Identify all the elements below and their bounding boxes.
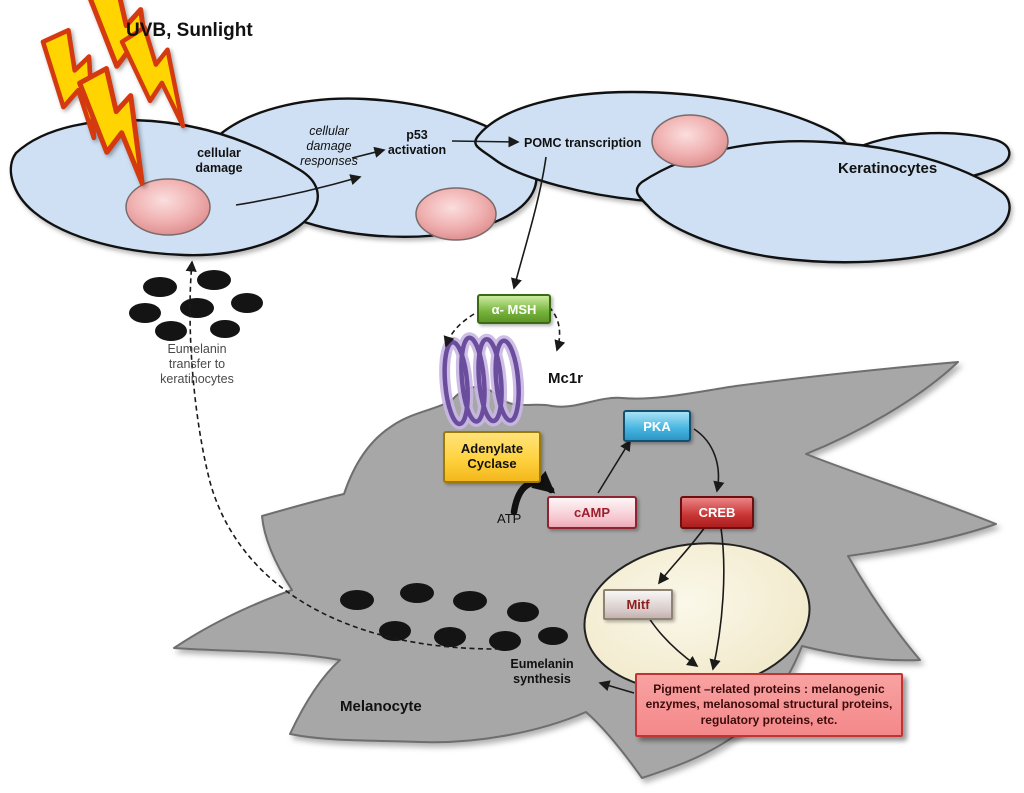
cellular-damage-label: cellular damage bbox=[195, 146, 243, 175]
cell-nucleus bbox=[415, 187, 497, 241]
melanin-granule bbox=[210, 320, 240, 338]
melanin-granule bbox=[197, 270, 231, 290]
p53-activation-label: p53 activation bbox=[387, 128, 447, 157]
mc1r-label: Mc1r bbox=[548, 370, 584, 387]
melanin-granule bbox=[434, 627, 466, 647]
arrow-atp-to-camp bbox=[510, 470, 556, 516]
keratinocyte-cell bbox=[635, 140, 1011, 264]
melanin-granule bbox=[340, 590, 374, 610]
melanin-granule bbox=[231, 293, 263, 313]
adenylate-cyclase-box: Adenylate Cyclase bbox=[443, 431, 541, 483]
arrow-eumelanin-transfer bbox=[185, 260, 501, 650]
melanin-granule bbox=[400, 583, 434, 603]
cell-nucleus bbox=[125, 178, 211, 236]
cellular-damage-responses-label: cellular damage responses bbox=[300, 124, 358, 168]
arrow-pomc-to-alphamsh bbox=[511, 156, 547, 290]
melanin-granule bbox=[507, 602, 539, 622]
pomc-transcription-label: POMC transcription bbox=[524, 136, 642, 150]
pathway-arrows bbox=[235, 136, 725, 694]
uvb-sunlight-label: UVB, Sunlight bbox=[126, 20, 253, 41]
melanocyte-label: Melanocyte bbox=[340, 698, 422, 715]
arrow-pigment-to-synthesis bbox=[598, 680, 635, 694]
arrow-alphamsh-to-mc1r-left bbox=[443, 313, 475, 348]
melanin-granule bbox=[155, 321, 187, 341]
arrow-creb-to-mitf bbox=[657, 526, 706, 585]
melanin-granule bbox=[143, 277, 177, 297]
atp-label: ATP bbox=[497, 511, 522, 526]
arrow-responses-to-p53 bbox=[351, 146, 386, 159]
keratinocytes-label: Keratinocytes bbox=[838, 160, 938, 177]
alpha-msh-box: α- MSH bbox=[477, 294, 551, 324]
arrow-mitf-to-pigment bbox=[648, 617, 699, 667]
keratinocyte-layer bbox=[9, 90, 1011, 264]
arrow-p53-to-pomc bbox=[451, 136, 520, 148]
eumelanin-synthesis-label: Eumelanin synthesis bbox=[510, 657, 574, 686]
melanin-granule bbox=[453, 591, 487, 611]
camp-box: cAMP bbox=[547, 496, 637, 529]
eumelanin-transfer-label: Eumelanin transfer to keratinocytes bbox=[160, 342, 234, 386]
arrow-damage-to-responses bbox=[235, 174, 362, 206]
pka-box: PKA bbox=[623, 410, 691, 442]
arrow-alphamsh-to-mc1r-right bbox=[548, 306, 566, 352]
keratinocyte-nuclei bbox=[125, 114, 729, 241]
melanocyte-layer bbox=[173, 361, 997, 779]
eumelanin-granules-lower bbox=[340, 583, 568, 651]
creb-box: CREB bbox=[680, 496, 754, 529]
eumelanin-granules-upper bbox=[129, 270, 263, 341]
melanin-granule bbox=[180, 298, 214, 318]
arrow-camp-to-pka bbox=[597, 439, 631, 494]
arrow-pka-to-creb bbox=[693, 428, 725, 493]
cell-nucleus bbox=[651, 114, 729, 168]
melanin-granule bbox=[489, 631, 521, 651]
mitf-box: Mitf bbox=[603, 589, 673, 620]
pigment-proteins-box: Pigment –related proteins : melanogenic … bbox=[635, 673, 903, 737]
melanin-granule bbox=[129, 303, 161, 323]
arrow-creb-to-pigment bbox=[709, 527, 725, 671]
melanin-granule bbox=[538, 627, 568, 645]
dashed-arrows bbox=[185, 260, 566, 650]
